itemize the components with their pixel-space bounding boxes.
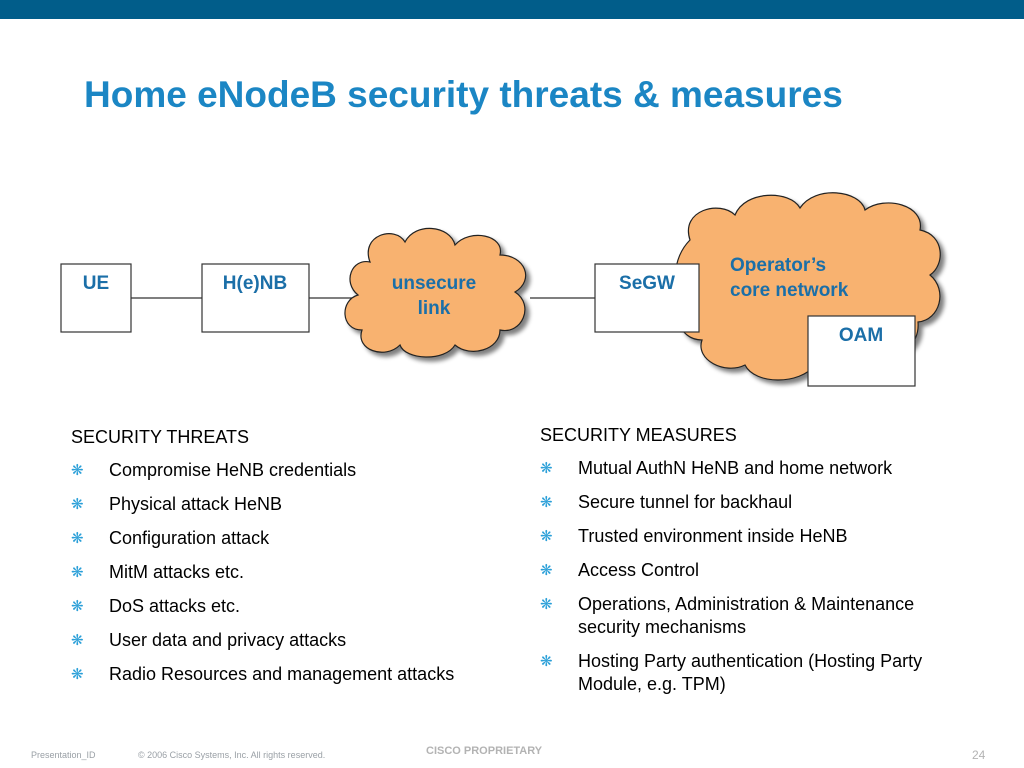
list-item: ❋ Radio Resources and management attacks [71, 663, 461, 686]
threat-item-text: Configuration attack [109, 528, 270, 548]
snowflake-bullet-icon: ❋ [540, 596, 553, 613]
measure-item-text: Mutual AuthN HeNB and home network [578, 458, 893, 478]
henb-box [201, 263, 310, 333]
ue-label: UE [83, 273, 109, 294]
threat-item-text: Physical attack HeNB [109, 494, 283, 514]
measures-heading: SECURITY MEASURES [540, 425, 737, 445]
list-item: ❋ Hosting Party authentication (Hosting P… [540, 650, 980, 696]
list-item: ❋ Operations, Administration & Maintenanc… [540, 593, 980, 639]
measure-item-text: Hosting Party authentication (Hosting Pa… [578, 651, 923, 694]
snowflake-bullet-icon: ❋ [71, 530, 84, 547]
threat-item-text: MitM attacks etc. [109, 562, 245, 582]
measure-item-text: Access Control [578, 560, 700, 580]
henb-label: H(e)NB [223, 273, 287, 294]
slide-title: Home eNodeB security threats & measures [84, 74, 843, 115]
unsecure-link-label-1: unsecure [392, 273, 476, 294]
snowflake-bullet-icon: ❋ [71, 496, 84, 513]
threats-section: SECURITY THREATS ❋ Compromise HeNB creden… [71, 427, 461, 697]
footer-classification: CISCO PROPRIETARY [426, 745, 543, 757]
snowflake-bullet-icon: ❋ [71, 666, 84, 683]
list-item: ❋ Secure tunnel for backhaul [540, 491, 980, 514]
threat-item-text: Compromise HeNB credentials [109, 460, 357, 480]
list-item: ❋ Physical attack HeNB [71, 493, 461, 516]
top-banner [0, 0, 1024, 19]
threat-item-text: DoS attacks etc. [109, 596, 241, 616]
list-item: ❋ User data and privacy attacks [71, 629, 461, 652]
threat-item-text: User data and privacy attacks [109, 630, 347, 650]
footer-copyright: © 2006 Cisco Systems, Inc. All rights re… [138, 750, 326, 760]
snowflake-bullet-icon: ❋ [540, 494, 553, 511]
segw-box [594, 263, 700, 333]
measure-item-text: Operations, Administration & Maintenance… [578, 594, 915, 637]
unsecure-link-cloud [344, 227, 527, 358]
list-item: ❋ Trusted environment inside HeNB [540, 525, 980, 548]
measures-section: SECURITY MEASURES ❋ Mutual AuthN HeNB and… [540, 425, 980, 707]
core-network-label-1: Operator’s [730, 255, 826, 276]
ue-box [60, 263, 132, 333]
list-item: ❋ Configuration attack [71, 527, 461, 550]
snowflake-bullet-icon: ❋ [71, 632, 84, 649]
measures-list: ❋ Mutual AuthN HeNB and home network ❋ Sec… [540, 457, 980, 696]
list-item: ❋ MitM attacks etc. [71, 561, 461, 584]
snowflake-bullet-icon: ❋ [540, 653, 553, 670]
list-item: ❋ Access Control [540, 559, 980, 582]
segw-label: SeGW [619, 273, 675, 294]
footer-presentation-id: Presentation_ID [31, 750, 96, 760]
list-item: ❋ DoS attacks etc. [71, 595, 461, 618]
threats-list: ❋ Compromise HeNB credentials ❋ Physical a… [71, 459, 461, 686]
measure-item-text: Secure tunnel for backhaul [578, 492, 793, 512]
unsecure-link-label-2: link [418, 298, 451, 319]
snowflake-bullet-icon: ❋ [71, 462, 84, 479]
core-network-label-2: core network [730, 280, 849, 301]
snowflake-bullet-icon: ❋ [540, 460, 553, 477]
threats-heading: SECURITY THREATS [71, 427, 250, 447]
list-item: ❋ Compromise HeNB credentials [71, 459, 461, 482]
oam-label: OAM [839, 325, 883, 346]
threat-item-text: Radio Resources and management attacks [109, 664, 455, 684]
snowflake-bullet-icon: ❋ [71, 598, 84, 615]
page-number: 24 [972, 748, 986, 762]
snowflake-bullet-icon: ❋ [540, 528, 553, 545]
list-item: ❋ Mutual AuthN HeNB and home network [540, 457, 980, 480]
snowflake-bullet-icon: ❋ [71, 564, 84, 581]
measure-item-text: Trusted environment inside HeNB [578, 526, 848, 546]
snowflake-bullet-icon: ❋ [540, 562, 553, 579]
oam-box [807, 315, 916, 387]
